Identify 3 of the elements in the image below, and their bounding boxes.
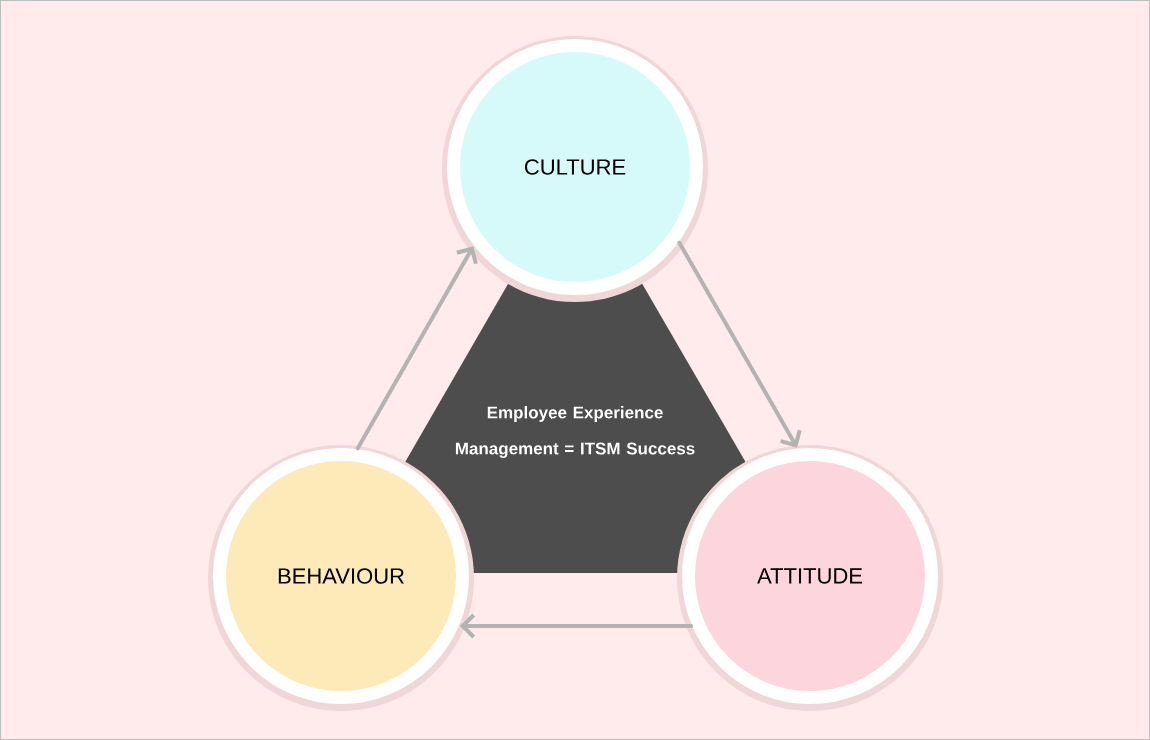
arrow	[355, 246, 478, 451]
arrow	[459, 613, 694, 639]
arrow	[677, 240, 802, 448]
